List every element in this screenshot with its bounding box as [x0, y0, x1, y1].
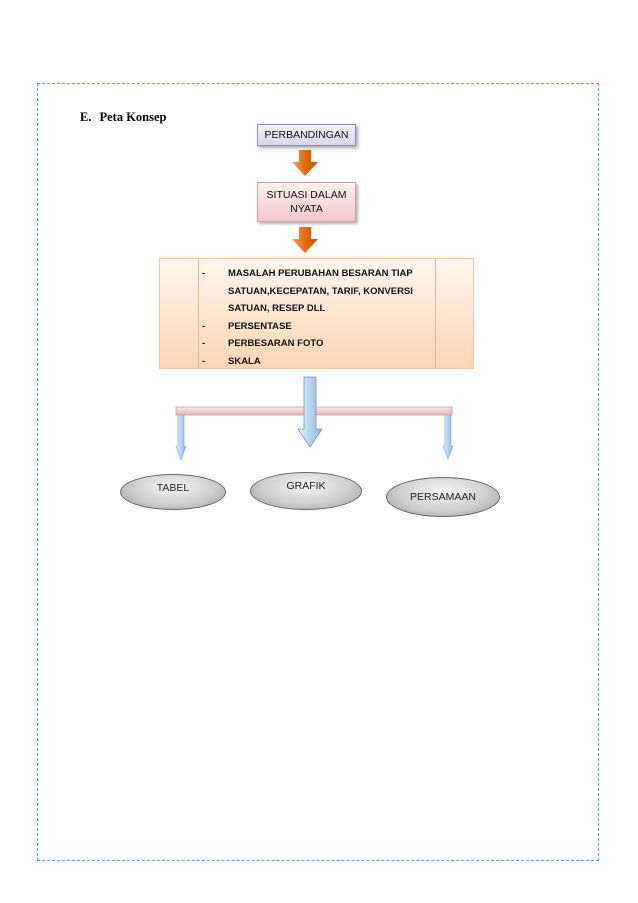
node-persamaan: PERSAMAAN — [386, 477, 500, 517]
topics-box-divider-left — [198, 259, 199, 368]
node-grafik: GRAFIK — [250, 472, 362, 510]
topics-list: - MASALAH PERUBAHAN BESARAN TIAP SATUAN,… — [202, 265, 413, 370]
orange-arrow-1 — [292, 150, 318, 176]
node-tabel: TABEL — [120, 474, 226, 510]
node-situasi-line2: NYATA — [290, 203, 323, 215]
topics-box-divider-right — [435, 259, 436, 368]
node-situasi: SITUASI DALAM NYATA — [257, 182, 356, 222]
topic-item: - PERBESARAN FOTO — [202, 338, 324, 349]
topics-box: - MASALAH PERUBAHAN BESARAN TIAP SATUAN,… — [159, 258, 474, 369]
topic-item: - PERSENTASE — [202, 320, 292, 332]
node-perbandingan: PERBANDINGAN — [257, 124, 356, 146]
topic-item: - MASALAH PERUBAHAN BESARAN TIAP SATUAN,… — [202, 268, 413, 314]
orange-arrow-2 — [292, 227, 318, 253]
section-number: E. — [80, 110, 92, 124]
blue-arrow-right — [442, 414, 454, 460]
blue-arrow-left — [175, 414, 187, 461]
node-situasi-line1: SITUASI DALAM — [266, 189, 347, 201]
page-border — [37, 83, 599, 861]
topic-item: - SKALA — [202, 355, 261, 367]
blue-arrow-center — [297, 376, 323, 448]
section-title: Peta Konsep — [99, 110, 167, 124]
section-heading: E. Peta Konsep — [80, 110, 166, 125]
